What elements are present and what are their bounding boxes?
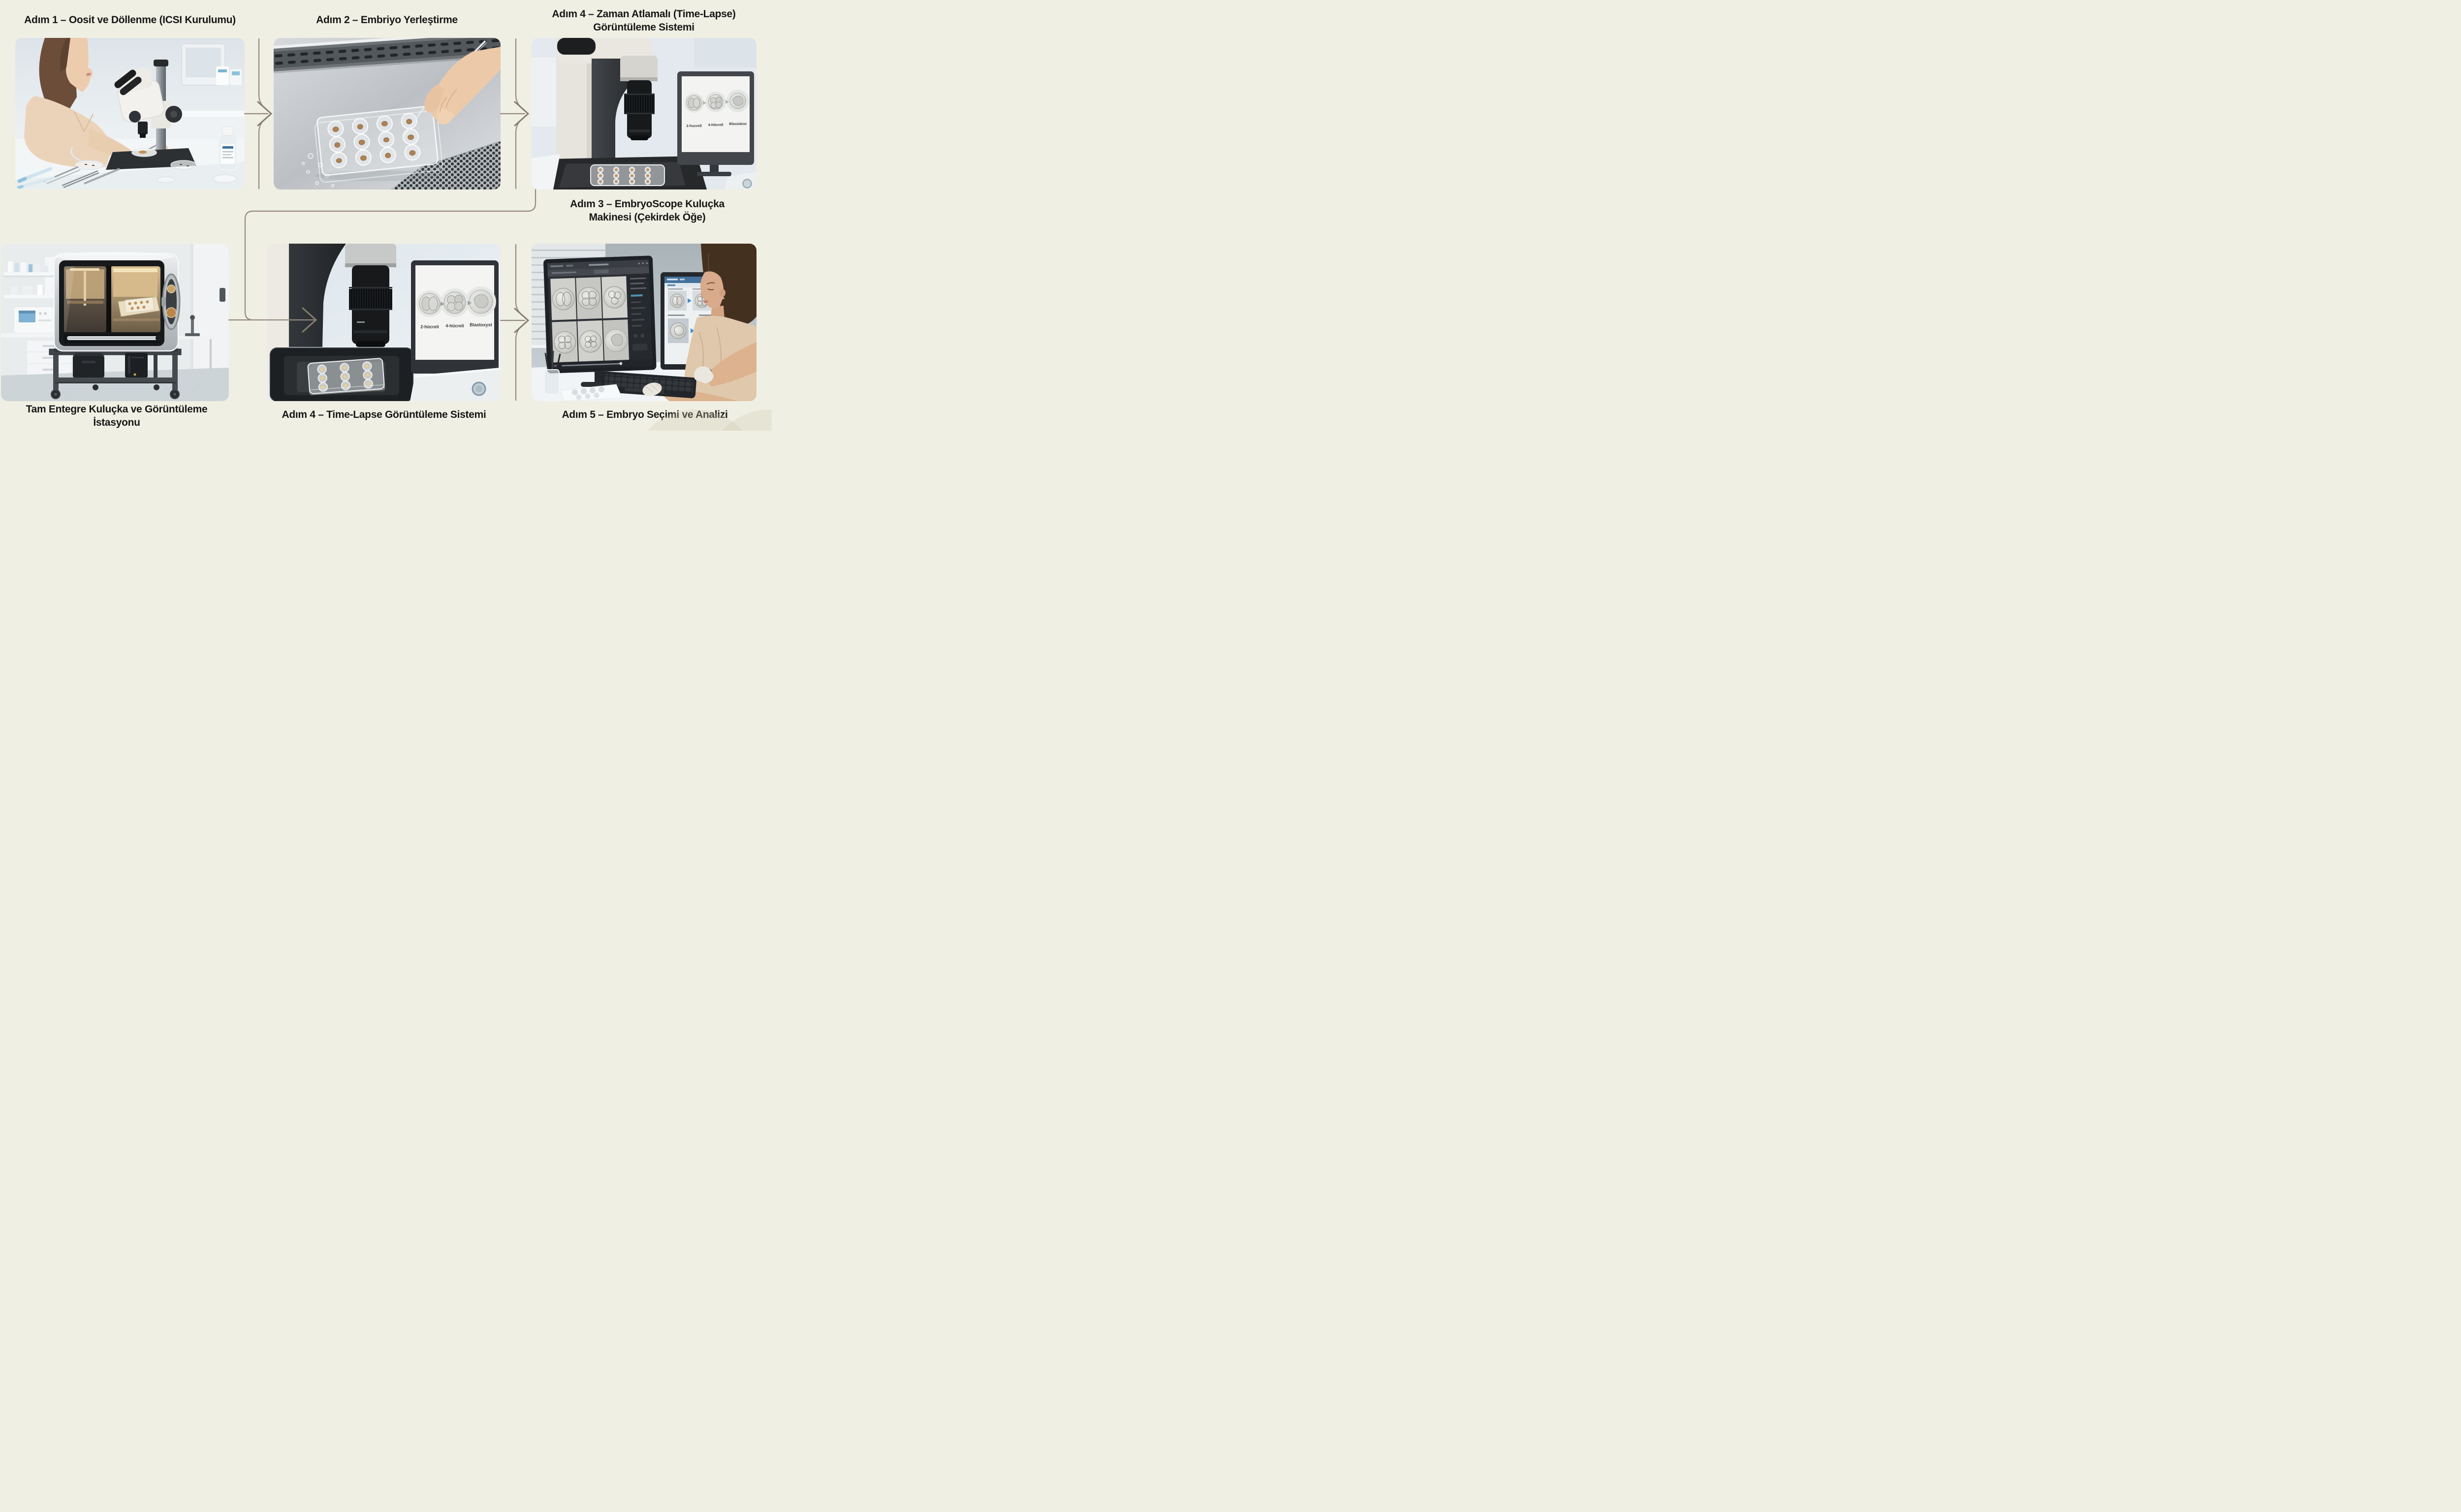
lab-cart [49,348,182,399]
photo-station-incubator [1,244,229,401]
caption-station-line2: İstasyonu [93,417,140,428]
background-lab-counter [160,43,245,141]
heated-stage-with-plate [270,347,413,401]
label-step3-line2: Makinesi (Çekirdek Öğe) [589,212,706,223]
photo-step5-analysis [532,244,757,401]
screen-label-2cell: 2-hücreli [420,324,439,329]
flow-arrow-timelapse-to-step5 [500,244,530,401]
photo-step2-embryo-placement [274,38,501,189]
screen-label-blastocyst: Blastoxyst [470,322,492,327]
timelapse-review-monitor [543,255,657,374]
embryo-stage-monitor: 2-hücreli 4-hücreli Blastoxyst [411,260,499,385]
timelapse-microscope [556,38,658,165]
caption-step4-top: Adım 4 – Zaman Atlamalı (Time-Lapse) Gör… [552,7,735,34]
label-step3: Adım 3 – EmbryoScope Kuluçka Makinesi (Ç… [570,197,725,224]
embryologist [24,38,168,168]
photo-step1-icsi-setup [15,38,245,189]
screen-label-4cell: 4-hücreli [445,323,464,328]
twelve-well-plate [314,105,443,183]
caption-step5: Adım 5 – Embryo Seçimi ve Analizi [562,409,728,420]
perforated-work-surface [391,141,501,189]
caption-step4-bottom: Adım 4 – Time-Lapse Görüntüleme Sistemi [282,409,486,420]
photo-step4-timelapse-top: 2-hucrell 4-h0crell Blasiokist [532,38,757,189]
caption-station-line1: Tam Entegre Kuluçka ve Görüntüleme [26,404,208,415]
embryoscope-incubator [53,252,181,352]
caption-station: Tam Entegre Kuluçka ve Görüntüleme İstas… [26,403,208,429]
caption-step1: Adım 1 – Oosit ve Döllenme (ICSI Kurulum… [24,14,236,26]
device-power-button [410,368,501,401]
device-power-button [725,172,757,189]
desk-corner [532,154,560,189]
embryo-stage-monitor: 2-hucrell 4-h0crell Blasiokist [677,71,754,176]
petri-dishes-and-tools [15,126,237,189]
photo-step4-timelapse-bottom: 2-hücreli 4-hücreli Blastoxyst [267,244,501,401]
hand-with-pipette [404,40,501,136]
gloved-hand-on-keyboard [642,382,662,396]
hood-vent-grille [274,38,501,74]
label-step3-line1: Adım 3 – EmbryoScope Kuluçka [570,198,725,210]
heated-stage-with-plate [538,156,707,189]
caption-step2: Adım 2 – Embriyo Yerleştirme [316,14,458,26]
ivf-workflow-infographic: Adım 1 – Oosit ve Döllenme (ICSI Kurulum… [0,0,772,431]
embryo-grid [550,276,630,364]
flow-arrow-step1-to-step2 [244,38,273,189]
screen-label-4cell: 4-h0crell [708,123,724,127]
flow-arrow-step2-to-step4 [500,38,530,189]
caption-step4-top-line1: Adım 4 – Zaman Atlamalı (Time-Lapse) [552,8,736,20]
pen-cup [544,350,561,395]
screen-label-2cell: 2-hucrell [686,124,701,128]
screen-label-blastocyst: Blasiokist [729,122,747,126]
caption-step4-top-line2: Görüntüleme Sistemi [593,22,694,33]
gloved-hand-on-mouse [694,366,714,383]
printed-embryo-sheet [560,384,623,401]
